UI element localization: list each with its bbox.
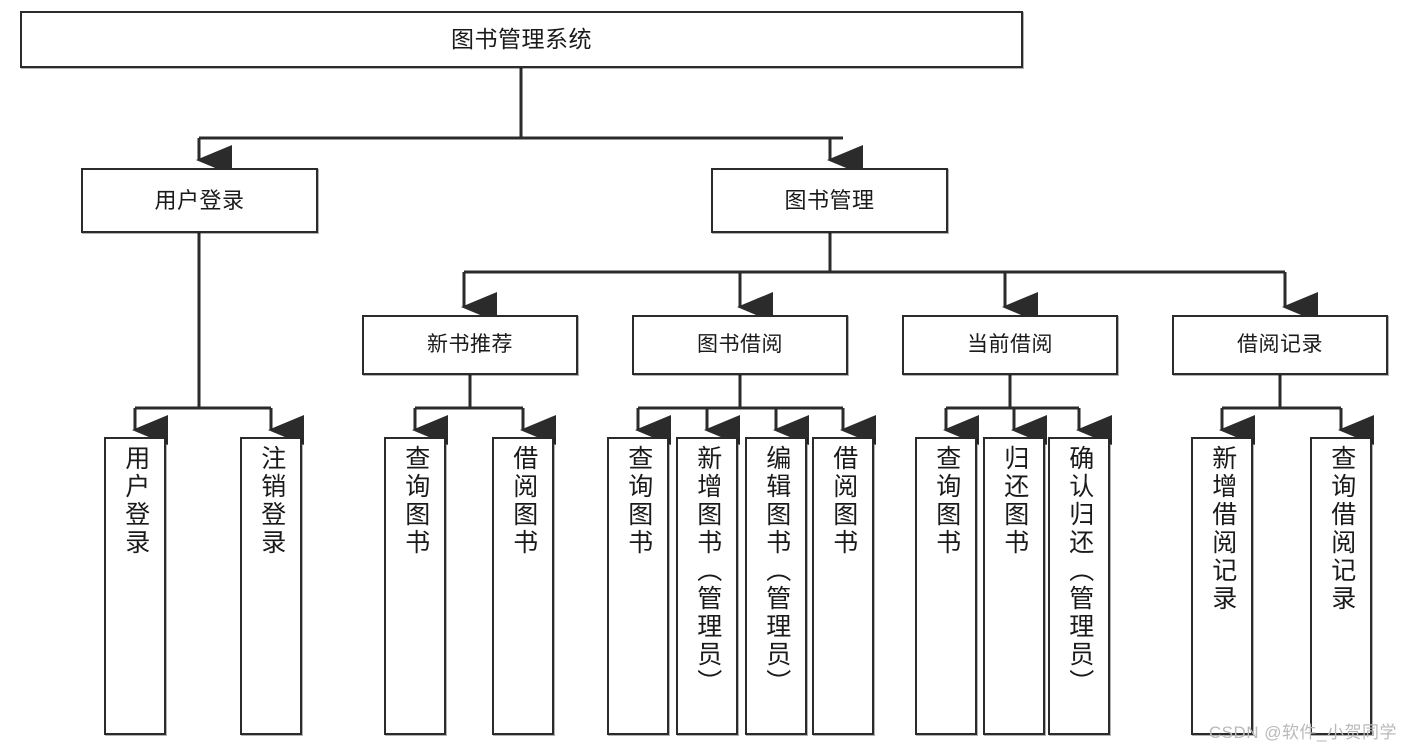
- node-label: 图书管理: [784, 187, 875, 213]
- leaf-bb-query-book[interactable]: 查询图书: [607, 437, 669, 735]
- leaf-cb-confirm-return[interactable]: 确认归还（管理员）: [1048, 437, 1110, 735]
- node-label: 查询图书: [932, 445, 961, 557]
- node-label: 借阅记录: [1237, 332, 1323, 356]
- node-label: 编辑图书（管理员）: [762, 445, 791, 697]
- leaf-cb-return-book[interactable]: 归还图书: [983, 437, 1045, 735]
- node-label: 用户登录: [121, 445, 150, 557]
- leaf-bb-borrow-book[interactable]: 借阅图书: [812, 437, 874, 735]
- node-book-management[interactable]: 图书管理: [711, 168, 948, 233]
- node-label: 查询图书: [401, 445, 430, 557]
- node-label: 归还图书: [1000, 445, 1029, 557]
- node-current-borrow[interactable]: 当前借阅: [902, 315, 1118, 375]
- leaf-logout[interactable]: 注销登录: [240, 437, 302, 735]
- node-label: 借阅图书: [509, 445, 538, 557]
- node-label: 新增借阅记录: [1208, 445, 1237, 613]
- node-label: 新增图书（管理员）: [693, 445, 722, 697]
- leaf-br-query-record[interactable]: 查询借阅记录: [1310, 437, 1372, 735]
- node-borrow-record[interactable]: 借阅记录: [1172, 315, 1388, 375]
- node-label: 确认归还（管理员）: [1065, 445, 1094, 697]
- node-label: 图书管理系统: [451, 25, 592, 52]
- node-label: 新书推荐: [427, 332, 513, 356]
- leaf-cb-query-book[interactable]: 查询图书: [915, 437, 977, 735]
- node-label: 图书借阅: [697, 332, 783, 356]
- node-label: 用户登录: [154, 187, 245, 213]
- leaf-bb-add-book[interactable]: 新增图书（管理员）: [676, 437, 738, 735]
- node-book-borrow[interactable]: 图书借阅: [632, 315, 848, 375]
- node-user-login[interactable]: 用户登录: [81, 168, 318, 233]
- node-label: 当前借阅: [967, 332, 1053, 356]
- leaf-user-login[interactable]: 用户登录: [104, 437, 166, 735]
- node-label: 查询图书: [624, 445, 653, 557]
- leaf-bb-edit-book[interactable]: 编辑图书（管理员）: [745, 437, 807, 735]
- leaf-br-add-record[interactable]: 新增借阅记录: [1191, 437, 1253, 735]
- node-new-book-recommend[interactable]: 新书推荐: [362, 315, 578, 375]
- node-root-system[interactable]: 图书管理系统: [20, 11, 1023, 68]
- node-label: 注销登录: [257, 445, 286, 557]
- node-label: 借阅图书: [829, 445, 858, 557]
- leaf-nb-query-book[interactable]: 查询图书: [384, 437, 446, 735]
- leaf-nb-borrow-book[interactable]: 借阅图书: [492, 437, 554, 735]
- node-label: 查询借阅记录: [1327, 445, 1356, 613]
